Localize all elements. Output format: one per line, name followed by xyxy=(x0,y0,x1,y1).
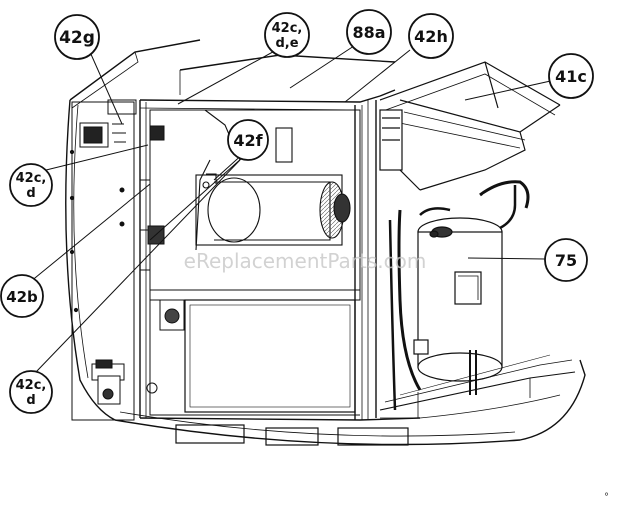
leader-42c-d-lower xyxy=(35,159,241,373)
unit-cabinet xyxy=(65,39,586,446)
svg-text:75: 75 xyxy=(555,251,577,270)
corner-mark: ° xyxy=(604,492,609,503)
callout-88a: 88a xyxy=(346,9,392,55)
svg-text:d,e: d,e xyxy=(275,36,298,51)
svg-text:88a: 88a xyxy=(352,23,385,42)
svg-text:42c,: 42c, xyxy=(16,378,47,393)
svg-text:d: d xyxy=(26,393,35,408)
control-components xyxy=(69,99,185,405)
svg-text:42c,: 42c, xyxy=(16,171,47,186)
leader-41c xyxy=(464,79,556,101)
callout-42g: 42g xyxy=(54,14,100,60)
callout-42c-d-upper: 42c, d xyxy=(9,163,53,207)
svg-text:42f: 42f xyxy=(233,131,263,150)
svg-text:41c: 41c xyxy=(555,67,587,86)
leader-42g xyxy=(89,51,123,125)
svg-text:42c,: 42c, xyxy=(272,21,303,36)
leader-88a xyxy=(289,41,361,89)
compressor-assembly xyxy=(388,180,530,411)
callout-42h: 42h xyxy=(408,13,454,59)
callout-41c: 41c xyxy=(548,53,594,99)
callout-42c-d-lower: 42c, d xyxy=(9,370,53,414)
svg-text:42b: 42b xyxy=(6,288,38,306)
svg-text:42g: 42g xyxy=(59,28,95,48)
leader-75 xyxy=(467,257,546,260)
leader-42f-b xyxy=(149,157,243,241)
blower-assembly xyxy=(195,109,351,251)
watermark-text: eReplacementParts.com xyxy=(184,249,427,273)
leader-lines xyxy=(29,41,556,373)
leader-42c-d-upper xyxy=(37,144,149,173)
base-pan xyxy=(379,354,576,419)
callout-42c-d-e: 42c, d,e xyxy=(264,12,310,58)
callout-75: 75 xyxy=(544,238,588,282)
callout-42b: 42b xyxy=(0,274,44,318)
leader-42b xyxy=(29,183,151,283)
callout-42f: 42f xyxy=(227,119,269,161)
leader-42h xyxy=(344,49,411,103)
svg-text:42h: 42h xyxy=(414,27,448,46)
svg-text:d: d xyxy=(26,186,35,201)
base-tabs xyxy=(175,424,409,446)
condenser-top-panel xyxy=(379,61,561,191)
leader-42ced xyxy=(177,47,281,105)
